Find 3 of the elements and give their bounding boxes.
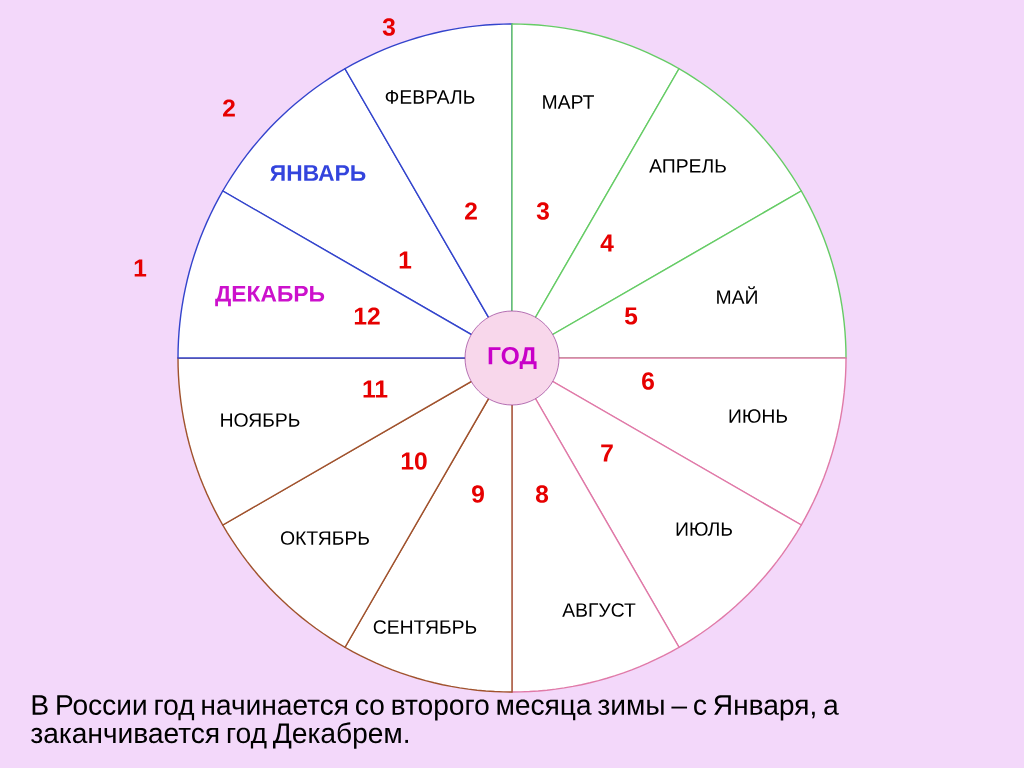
- caption: В России год начинается со второго месяца зимы – с Января, а заканчивается год Декабрем.: [31, 695, 839, 749]
- callout-number: 1: [134, 259, 147, 277]
- callout-number: 2: [223, 99, 235, 117]
